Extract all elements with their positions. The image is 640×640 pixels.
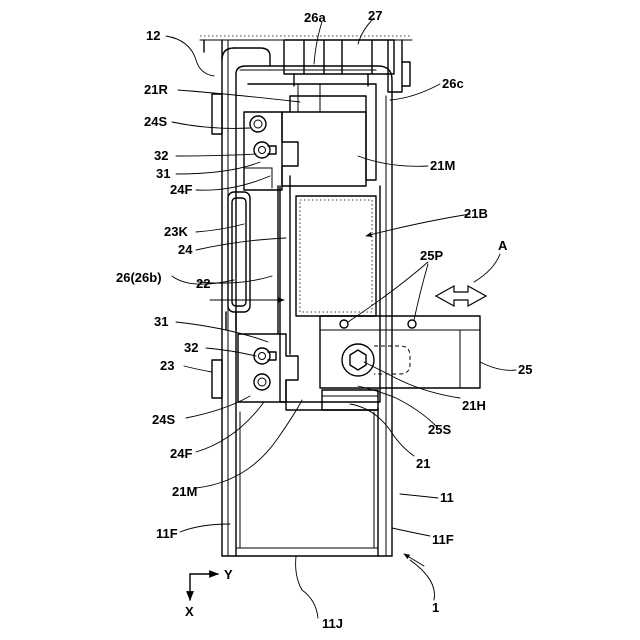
label-23: 23	[160, 358, 174, 373]
label-32-top: 32	[154, 148, 168, 163]
label-25S: 25S	[428, 422, 451, 437]
label-24: 24	[178, 242, 193, 257]
label-31-bot: 31	[154, 314, 168, 329]
label-A: A	[498, 238, 508, 253]
block-27	[284, 40, 394, 86]
label-21M-bot: 21M	[172, 484, 197, 499]
label-26c: 26c	[442, 76, 464, 91]
label-32-bot: 32	[184, 340, 198, 355]
reference-labels: 12 26a 27 21R 26c 24S 32 31 21M 24F 21B …	[116, 8, 532, 631]
label-21R: 21R	[144, 82, 168, 97]
label-21H: 21H	[462, 398, 486, 413]
label-12: 12	[146, 28, 160, 43]
label-25: 25	[518, 362, 532, 377]
lower-bracket-23	[236, 330, 298, 404]
label-11F-left: 11F	[156, 526, 178, 541]
label-11J: 11J	[322, 616, 343, 631]
cover-26	[222, 48, 392, 330]
label-21M-top: 21M	[430, 158, 455, 173]
label-26a: 26a	[304, 10, 326, 25]
label-24F-top: 24F	[170, 182, 192, 197]
axis-indicator	[190, 574, 218, 600]
label-23K: 23K	[164, 224, 188, 239]
direction-arrow	[436, 286, 486, 306]
label-31-top: 31	[156, 166, 170, 181]
leader-lines	[166, 18, 516, 618]
label-22: 22	[196, 276, 210, 291]
label-26-26b: 26(26b)	[116, 270, 162, 285]
label-11F-right: 11F	[432, 532, 454, 547]
label-24F-bot: 24F	[170, 446, 192, 461]
label-1: 1	[432, 600, 439, 615]
label-axis-Y: Y	[224, 567, 233, 582]
label-21: 21	[416, 456, 430, 471]
label-24S-bot: 24S	[152, 412, 175, 427]
label-25P: 25P	[420, 248, 443, 263]
operating-member-25	[320, 316, 480, 388]
label-24S-top: 24S	[144, 114, 167, 129]
label-axis-X: X	[185, 604, 194, 619]
label-21B: 21B	[464, 206, 488, 221]
label-27: 27	[368, 8, 382, 23]
label-11: 11	[440, 490, 454, 505]
